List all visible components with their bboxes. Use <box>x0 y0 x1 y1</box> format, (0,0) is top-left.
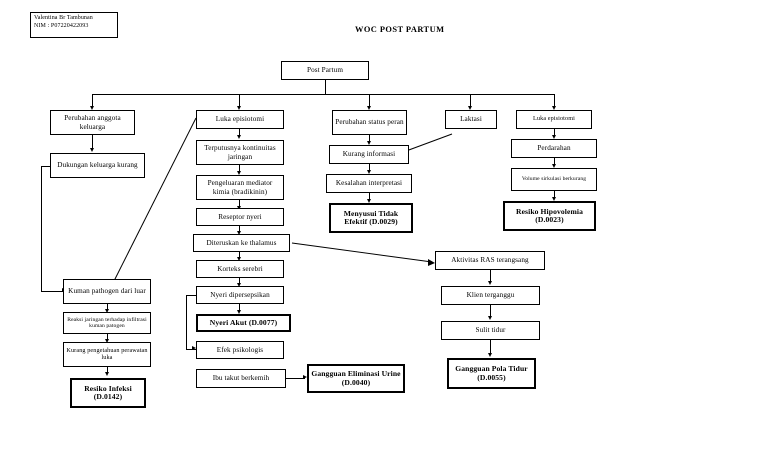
node-efek-psikologis[interactable]: Efek psikologis <box>196 341 284 359</box>
node-reaksi-jaringan[interactable]: Reaksi jaringan terhadap infiltrasi kuma… <box>63 312 151 334</box>
connector-perdarahan-to-volume <box>554 158 555 166</box>
page-title: WOC POST PARTUM <box>355 25 445 34</box>
node-kurang-informasi[interactable]: Kurang informasi <box>329 145 409 164</box>
connector-ibu-to-eliminasi <box>286 378 305 379</box>
arrow-thalamus <box>237 231 241 235</box>
connector-distribution-bus <box>92 94 554 95</box>
node-pengeluaran-mediator[interactable]: Pengeluaran mediator kimia (bradikinin) <box>196 175 284 200</box>
node-volume-sirkulasi[interactable]: Volume sirkulasi berkurang <box>511 168 597 191</box>
connector-terputusnya-to-mediator <box>239 165 240 173</box>
arrow-klien-terganggu <box>488 281 492 285</box>
arrow-gangguan-pola-tidur <box>488 353 492 357</box>
connector-reaksi-to-kurang-pengetahuan <box>107 334 108 341</box>
node-korteks-serebri[interactable]: Korteks serebri <box>196 260 284 278</box>
node-terputusnya-kontinuitas[interactable]: Terputusnya kontinuitas jaringan <box>196 140 284 165</box>
arrow-reaksi-jaringan <box>105 309 109 313</box>
connector-nyeri-branch-vert <box>186 295 187 349</box>
node-kurang-pengetahuan[interactable]: Kurang pengetahuan perawatan luka <box>63 342 151 367</box>
node-dukungan-keluarga-kurang[interactable]: Dukungan keluarga kurang <box>50 153 145 178</box>
arrow-resiko-hipovolemia <box>552 197 556 201</box>
connector-ras-to-klien <box>490 270 491 283</box>
arrow-perubahan-anggota <box>90 106 94 110</box>
node-gangguan-pola-tidur[interactable]: Gangguan Pola Tidur (D.0055) <box>447 358 536 389</box>
arrow-terputusnya <box>237 135 241 139</box>
node-kesalahan-interpretasi[interactable]: Kesalahan interpretasi <box>326 174 412 193</box>
arrow-dukungan-keluarga <box>90 148 94 152</box>
connector-dipersepsikan-to-nyeri-akut <box>239 304 240 312</box>
connector-nyeri-branch-bottom <box>186 349 196 350</box>
connector-drop-laktasi <box>470 94 471 108</box>
node-laktasi[interactable]: Laktasi <box>445 110 497 129</box>
node-perubahan-anggota-keluarga[interactable]: Perubahan anggota keluarga <box>50 110 135 135</box>
connector-dukungan-elbow-vert <box>41 166 42 291</box>
author-name: Valentina Br Tambunan <box>34 15 93 21</box>
connector-drop-perubahan-anggota <box>92 94 93 108</box>
node-reseptor-nyeri[interactable]: Reseptor nyeri <box>196 208 284 226</box>
arrow-menyusui-tidak-efektif <box>367 199 371 203</box>
arrow-gangguan-eliminasi <box>303 375 307 379</box>
arrow-status-peran <box>367 106 371 110</box>
connector-pengetahuan-to-resiko-infeksi <box>107 367 108 374</box>
arrow-mediator <box>237 171 241 175</box>
connector-drop-luka-kiri <box>239 94 240 108</box>
node-gangguan-eliminasi-urine[interactable]: Gangguan Eliminasi Urine (D.0040) <box>307 364 405 393</box>
node-kuman-pathogen[interactable]: Kuman pathogen dari luar <box>63 279 151 304</box>
connector-kuman-to-reaksi <box>107 304 108 311</box>
node-klien-terganggu[interactable]: Klien terganggu <box>441 286 540 305</box>
node-sulit-tidur[interactable]: Sulit tidur <box>441 321 540 340</box>
arrow-sulit-tidur <box>488 316 492 320</box>
connector-luka-to-terputusnya <box>239 129 240 137</box>
arrow-luka-kanan <box>552 106 556 110</box>
connector-dukungan-elbow-top <box>41 166 50 167</box>
node-diteruskan-ke-thalamus[interactable]: Diteruskan ke thalamus <box>193 234 290 252</box>
connector-anggota-to-dukungan <box>92 135 93 150</box>
node-ibu-takut-berkemih[interactable]: Ibu takut berkemih <box>196 369 286 388</box>
connector-kesalahan-to-menyusui <box>369 193 370 201</box>
arrow-resiko-infeksi <box>105 372 109 376</box>
connector-dukungan-elbow-bottom <box>41 291 63 292</box>
arrow-kurang-informasi <box>367 141 371 145</box>
node-resiko-hipovolemia[interactable]: Resiko Hipovolemia (D.0023) <box>503 201 596 231</box>
connector-informasi-to-kesalahan <box>369 164 370 172</box>
node-nyeri-akut[interactable]: Nyeri Akut (D.0077) <box>196 314 291 332</box>
arrow-kurang-pengetahuan <box>105 339 109 343</box>
arrow-volume-sirkulasi <box>552 164 556 168</box>
arrow-korteks <box>237 257 241 261</box>
arrow-kesalahan-interpretasi <box>367 170 371 174</box>
node-nyeri-dipersepsikan[interactable]: Nyeri dipersepsikan <box>196 286 284 304</box>
node-luka-episiotomi-right[interactable]: Luka episiotomi <box>516 110 592 129</box>
node-post-partum[interactable]: Post Partum <box>281 61 369 80</box>
connector-drop-status-peran <box>369 94 370 108</box>
connector-drop-luka-kanan <box>554 94 555 108</box>
connector-sulit-tidur-to-gangguan-pola <box>490 340 491 355</box>
arrow-laktasi <box>468 106 472 110</box>
connector-status-peran-to-kurang-informasi <box>369 135 370 143</box>
arrow-nyeri-dipersepsikan <box>237 283 241 287</box>
arrow-perdarahan <box>552 135 556 139</box>
connector-klien-to-sulit-tidur <box>490 305 491 318</box>
connector-korteks-to-nyeri-dipersepsikan <box>239 278 240 285</box>
node-perdarahan[interactable]: Perdarahan <box>511 139 597 158</box>
node-menyusui-tidak-efektif[interactable]: Menyusui Tidak Efektif (D.0029) <box>329 203 413 233</box>
node-resiko-infeksi[interactable]: Resiko Infeksi (D.0142) <box>70 378 146 408</box>
author-nim: NIM : P07220422093 <box>34 22 89 29</box>
connector-volume-to-hipovolemia <box>554 191 555 199</box>
arrow-efek-psikologis <box>192 346 196 350</box>
node-perubahan-status-peran[interactable]: Perubahan status peran <box>332 110 407 135</box>
node-aktivitas-ras[interactable]: Aktivitas RAS terangsang <box>435 251 545 270</box>
author-box: Valentina Br Tambunan NIM : P07220422093 <box>30 12 118 38</box>
connector-postpartum-stem <box>325 80 326 94</box>
connector-mediator-to-reseptor <box>239 200 240 208</box>
connector-nyeri-branch-top <box>186 295 196 296</box>
connector-luka-kanan-to-perdarahan <box>554 129 555 137</box>
arrow-nyeri-akut <box>237 310 241 314</box>
connector-thalamus-to-korteks <box>239 252 240 259</box>
connector-reseptor-to-thalamus <box>239 226 240 233</box>
node-luka-episiotomi-left[interactable]: Luka episiotomi <box>196 110 284 129</box>
arrow-luka-kiri <box>237 106 241 110</box>
